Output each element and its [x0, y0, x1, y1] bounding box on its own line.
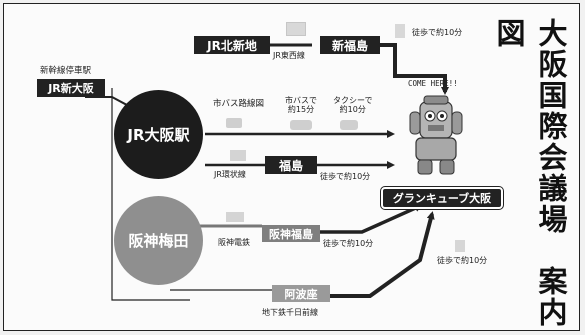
route-subway-sennichimae: 地下鉄千日前線 — [262, 308, 318, 317]
building-sketch — [286, 22, 306, 36]
station-awaza: 阿波座 — [272, 285, 330, 302]
city-bus-time: 市バスで 約15分 — [285, 96, 317, 115]
map-title: 大阪国際会議場 案内図 — [492, 18, 568, 328]
person-sketch — [455, 240, 465, 252]
route-jr-tozai: JR東西線 — [273, 51, 305, 60]
station-fukushima: 福島 — [265, 156, 317, 174]
station-hanshin-fukushima: 阪神福島 — [262, 225, 320, 242]
route-hanshin-line: 阪神電鉄 — [218, 238, 250, 247]
shinkansen-caption: 新幹線停車駅 — [40, 66, 92, 76]
bus-icon — [290, 120, 312, 130]
station-jr-kitashinchi: JR北新地 — [194, 36, 270, 54]
station-hanshin-umeda: 阪神梅田 — [114, 196, 203, 285]
train-sketch — [230, 150, 246, 161]
building-sketch — [395, 24, 405, 38]
taxi-time: タクシーで 約10分 — [333, 96, 373, 115]
station-jr-osaka: JR大阪駅 — [114, 90, 203, 179]
mascot-robot-icon — [409, 95, 463, 175]
walk-label-top: 徒歩で約10分 — [412, 28, 463, 37]
city-bus-route-label: 市バス路線図 — [213, 99, 265, 109]
taxi-icon — [340, 120, 358, 130]
station-shin-fukushima: 新福島 — [320, 36, 380, 54]
station-jr-shin-osaka: JR新大阪 — [37, 79, 105, 97]
destination-grand-cube-osaka: グランキューブ大阪 — [380, 186, 504, 210]
mascot-callout: COME HERE!! — [408, 79, 458, 88]
station-bracket — [111, 88, 190, 301]
train-sketch — [226, 212, 244, 222]
walk-label-fukushima: 徒歩で約10分 — [320, 172, 371, 181]
walk-label-awaza: 徒歩で約10分 — [437, 256, 488, 265]
walk-label-hanshin: 徒歩で約10分 — [323, 239, 374, 248]
line-walk-top — [380, 43, 449, 95]
line-awaza — [330, 211, 435, 298]
bus-map-icon — [226, 118, 242, 128]
line-hanshin-walk — [320, 204, 423, 234]
route-jr-loop: JR環状線 — [214, 170, 246, 179]
